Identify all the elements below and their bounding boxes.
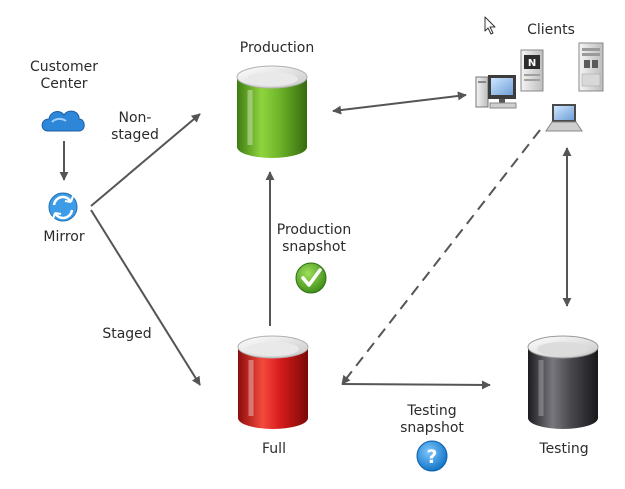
clients-label: Clients xyxy=(527,22,575,38)
testing-snapshot-label: Testing snapshot xyxy=(400,403,464,436)
connectors xyxy=(59,91,572,390)
customer-center-label: Customer Center xyxy=(29,59,98,92)
production-snapshot-label: Production snapshot xyxy=(276,222,352,255)
arrow-full-to-testing xyxy=(341,380,491,390)
server-tower-icon: N xyxy=(520,49,544,92)
svg-text:?: ? xyxy=(426,446,437,468)
check-badge-icon xyxy=(295,262,327,294)
arrow-mirror-to-full xyxy=(90,209,201,386)
full-database-icon xyxy=(237,335,309,429)
desktop-computer-icon xyxy=(475,75,517,109)
staged-label: Staged xyxy=(102,326,152,342)
arrow-clients-to-full xyxy=(341,129,541,385)
question-badge-icon: ? xyxy=(416,440,448,472)
full-label: Full xyxy=(262,441,286,457)
svg-text:N: N xyxy=(528,58,536,69)
cloud-icon xyxy=(41,110,85,132)
production-label: Production xyxy=(239,40,315,56)
production-database-icon xyxy=(236,65,308,158)
non-staged-label: Non- staged xyxy=(111,110,159,143)
clients-group: N xyxy=(475,42,604,132)
testing-database-icon xyxy=(527,335,599,429)
arrow-production-clients xyxy=(332,91,467,115)
testing-label: Testing xyxy=(539,441,589,457)
server-tower-icon xyxy=(578,42,604,92)
arrow-mirror-to-production xyxy=(90,113,201,207)
sync-icon xyxy=(48,192,78,222)
mouse-cursor-icon xyxy=(484,16,496,35)
mirror-label: Mirror xyxy=(43,229,85,245)
laptop-icon xyxy=(545,104,583,132)
